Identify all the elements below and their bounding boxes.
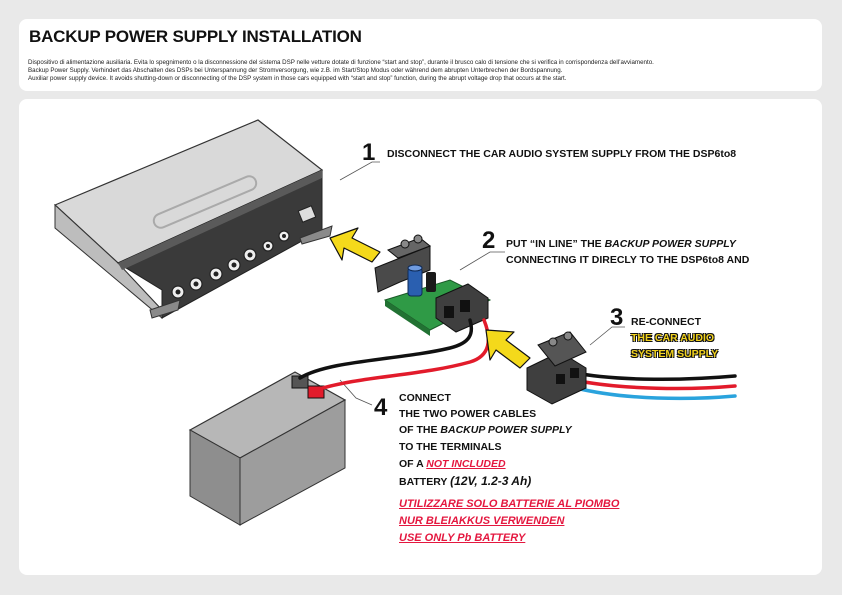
step-4-line-3: OF THE BACKUP POWER SUPPLY — [399, 422, 572, 439]
step-2-line-1a: PUT “IN LINE” THE — [506, 238, 605, 250]
step-4-line-6: BATTERY (12V, 1.2-3 Ah) — [399, 473, 531, 491]
step-3-line-3: SYSTEM SUPPLY — [631, 348, 719, 360]
step-4-line-5: OF A NOT INCLUDED — [399, 456, 506, 473]
arrow-icon — [485, 329, 531, 369]
warning-german: NUR BLEIAKKUS VERWENDEN — [399, 515, 565, 527]
description-german: Backup Power Supply. Verhindert das Absc… — [28, 67, 563, 74]
header-panel: BACKUP POWER SUPPLY INSTALLATION Disposi… — [19, 19, 822, 91]
step-2-number: 2 — [482, 227, 496, 254]
backup-power-supply-illustration — [374, 234, 492, 336]
step-4-line-1: CONNECT — [399, 392, 451, 404]
warning-english: USE ONLY Pb BATTERY — [399, 532, 526, 544]
arrow-icon — [329, 227, 381, 263]
step-2-product-name: BACKUP POWER SUPPLY — [604, 238, 736, 250]
warning-italian: UTILIZZARE SOLO BATTERIE AL PIOMBO — [399, 498, 620, 510]
step-1-number: 1 — [362, 139, 376, 166]
step-4-number: 4 — [374, 394, 388, 421]
step-3-line-2: THE CAR AUDIO — [631, 332, 715, 344]
step-2-line-2: CONNECTING IT DIRECLY TO THE DSP6to8 AND — [506, 254, 750, 266]
step-4-product-name: BACKUP POWER SUPPLY — [440, 424, 572, 436]
car-supply-connector-illustration — [526, 331, 587, 405]
step-3-line-1: RE-CONNECT — [631, 316, 701, 328]
battery-illustration — [188, 371, 347, 526]
battery-spec: (12V, 1.2-3 Ah) — [450, 474, 532, 488]
step-4-line-5a: OF A — [399, 458, 427, 470]
step-4-line-2: THE TWO POWER CABLES — [399, 408, 537, 420]
step-3-number: 3 — [610, 304, 624, 331]
not-included-label: NOT INCLUDED — [426, 458, 506, 470]
step-2-line-1: PUT “IN LINE” THE BACKUP POWER SUPPLY — [506, 236, 736, 253]
step-4-line-3a: OF THE — [399, 424, 441, 436]
description-italian: Dispositivo di alimentazione ausiliaria.… — [28, 59, 654, 66]
page-title: BACKUP POWER SUPPLY INSTALLATION — [29, 27, 362, 46]
dsp-unit-illustration — [53, 119, 333, 320]
description-english: Auxiliar power supply device. It avoids … — [28, 75, 567, 82]
step-1-text: DISCONNECT THE CAR AUDIO SYSTEM SUPPLY F… — [387, 148, 737, 160]
step-4-line-6a: BATTERY — [399, 476, 451, 488]
step-4-line-4: TO THE TERMINALS — [399, 441, 502, 453]
